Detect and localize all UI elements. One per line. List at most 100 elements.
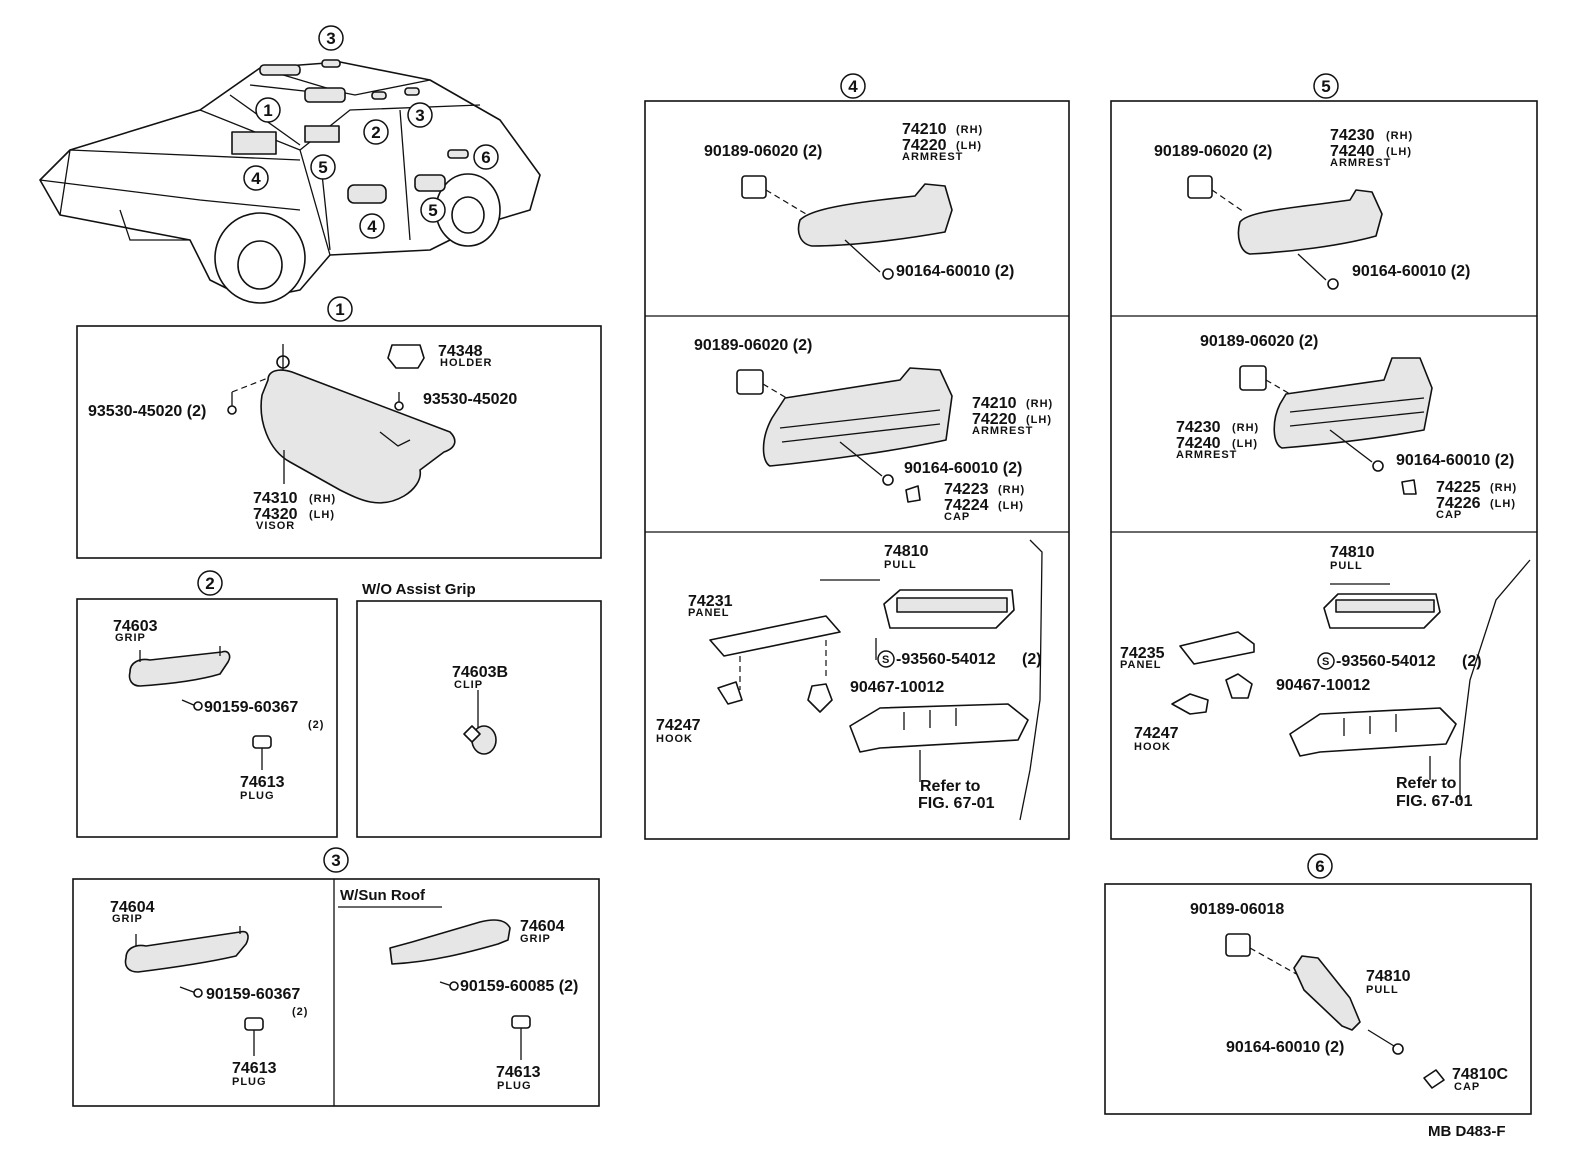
svg-text:90467-10012: 90467-10012 xyxy=(1276,677,1370,694)
svg-text:2: 2 xyxy=(205,574,214,593)
svg-text:74226: 74226 xyxy=(1436,495,1481,512)
sun-roof-title: W/Sun Roof xyxy=(340,887,426,904)
svg-text:HOOK: HOOK xyxy=(1134,741,1171,753)
svg-text:PULL: PULL xyxy=(1366,984,1399,996)
section-3-callout xyxy=(323,847,349,873)
svg-text:PANEL: PANEL xyxy=(1120,659,1161,671)
svg-text:90189-06020 (2): 90189-06020 (2) xyxy=(694,337,812,354)
svg-text:74230: 74230 xyxy=(1330,127,1375,144)
door-pull-4c-part xyxy=(709,539,1043,821)
section-3-frame xyxy=(72,878,600,1107)
visor-rh-number: 74310 xyxy=(253,490,298,507)
section-4-callout xyxy=(840,73,866,99)
svg-text:74240: 74240 xyxy=(1330,143,1375,160)
svg-text:1: 1 xyxy=(263,101,272,120)
section-4-frame xyxy=(644,100,1070,840)
svg-text:Refer to: Refer to xyxy=(1396,775,1457,792)
wo-assist-grip-title: W/O Assist Grip xyxy=(362,581,476,598)
svg-text:PLUG: PLUG xyxy=(497,1080,532,1092)
svg-text:Refer to: Refer to xyxy=(920,778,981,795)
svg-text:74613: 74613 xyxy=(496,1064,541,1081)
svg-text:(LH): (LH) xyxy=(1232,438,1258,450)
svg-text:90164-60010 (2): 90164-60010 (2) xyxy=(1226,1039,1344,1056)
svg-text:74210: 74210 xyxy=(902,121,947,138)
svg-text:74613: 74613 xyxy=(232,1060,277,1077)
svg-text:S: S xyxy=(1322,656,1330,668)
svg-text:90189-06020 (2): 90189-06020 (2) xyxy=(1154,143,1272,160)
svg-text:74247: 74247 xyxy=(1134,725,1179,742)
svg-text:(2): (2) xyxy=(292,1006,308,1018)
svg-text:90159-60367: 90159-60367 xyxy=(204,699,298,716)
svg-text:(LH): (LH) xyxy=(309,509,335,521)
svg-text:PLUG: PLUG xyxy=(240,790,275,802)
section-1-callout xyxy=(327,296,353,322)
svg-text:90164-60010 (2): 90164-60010 (2) xyxy=(904,460,1022,477)
svg-text:90159-60367: 90159-60367 xyxy=(206,986,300,1003)
svg-text:GRIP: GRIP xyxy=(112,913,143,925)
svg-text:4: 4 xyxy=(848,77,858,96)
svg-text:90467-10012: 90467-10012 xyxy=(850,679,944,696)
svg-text:(2): (2) xyxy=(1462,653,1482,670)
visor-lh-number: 74320 xyxy=(253,506,298,523)
svg-text:ARMREST: ARMREST xyxy=(902,151,963,163)
section-1-frame xyxy=(76,325,602,559)
svg-text:74240: 74240 xyxy=(1176,435,1221,452)
section-2-frame xyxy=(76,598,338,838)
svg-text:74223: 74223 xyxy=(944,481,989,498)
svg-text:90159-60085 (2): 90159-60085 (2) xyxy=(460,978,578,995)
svg-text:74810C: 74810C xyxy=(1452,1066,1508,1083)
visor-label: VISOR xyxy=(256,520,295,532)
svg-text:(RH): (RH) xyxy=(1490,482,1517,494)
svg-text:CLIP: CLIP xyxy=(454,679,483,691)
svg-text:90164-60010 (2): 90164-60010 (2) xyxy=(896,263,1014,280)
svg-text:PLUG: PLUG xyxy=(232,1076,267,1088)
clip-part xyxy=(463,690,497,755)
svg-text:74603: 74603 xyxy=(113,618,158,635)
visor-screw-a-label: 93530-45020 (2) xyxy=(88,403,206,420)
door-pull-5c-part xyxy=(1171,559,1531,800)
svg-text:90189-06020 (2): 90189-06020 (2) xyxy=(1200,333,1318,350)
svg-text:(LH): (LH) xyxy=(956,140,982,152)
svg-text:74235: 74235 xyxy=(1120,645,1165,662)
svg-text:FIG. 67-01: FIG. 67-01 xyxy=(918,795,995,812)
holder-label: HOLDER xyxy=(440,357,492,369)
diagram-code: MB D483-F xyxy=(1428,1123,1506,1140)
svg-text:3: 3 xyxy=(326,29,335,48)
svg-text:74231: 74231 xyxy=(688,593,733,610)
svg-text:CAP: CAP xyxy=(1454,1081,1480,1093)
armrest-4b-part xyxy=(736,367,953,503)
svg-text:5: 5 xyxy=(428,201,437,220)
svg-text:FIG. 67-01: FIG. 67-01 xyxy=(1396,793,1473,810)
armrest-5a-part xyxy=(1187,175,1383,290)
section-6-callout xyxy=(1307,853,1333,879)
svg-text:74810: 74810 xyxy=(884,543,929,560)
svg-text:6: 6 xyxy=(481,148,490,167)
svg-text:74220: 74220 xyxy=(902,137,947,154)
svg-text:(2): (2) xyxy=(1022,651,1042,668)
svg-text:74604: 74604 xyxy=(520,918,565,935)
svg-text:74603B: 74603B xyxy=(452,664,508,681)
svg-text:GRIP: GRIP xyxy=(115,632,146,644)
svg-text:74810: 74810 xyxy=(1330,544,1375,561)
svg-text:74810: 74810 xyxy=(1366,968,1411,985)
armrest-5b-part xyxy=(1239,357,1433,495)
section-6-frame xyxy=(1104,883,1532,1115)
svg-text:74230: 74230 xyxy=(1176,419,1221,436)
sun-visor-part xyxy=(227,344,456,504)
svg-text:ARMREST: ARMREST xyxy=(1330,157,1391,169)
armrest-4a-part xyxy=(741,175,953,280)
section-1-number: 1 xyxy=(335,300,344,319)
svg-text:3: 3 xyxy=(415,106,424,125)
svg-text:GRIP: GRIP xyxy=(520,933,551,945)
visor-screw-b-label: 93530-45020 xyxy=(423,391,517,408)
svg-text:74613: 74613 xyxy=(240,774,285,791)
assist-grip-part xyxy=(128,646,272,770)
svg-text:74247: 74247 xyxy=(656,717,701,734)
svg-text:CAP: CAP xyxy=(944,511,970,523)
svg-text:CAP: CAP xyxy=(1436,509,1462,521)
svg-text:74225: 74225 xyxy=(1436,479,1481,496)
svg-text:(LH): (LH) xyxy=(1026,414,1052,426)
svg-text:(RH): (RH) xyxy=(1386,130,1413,142)
svg-text:5: 5 xyxy=(318,158,327,177)
